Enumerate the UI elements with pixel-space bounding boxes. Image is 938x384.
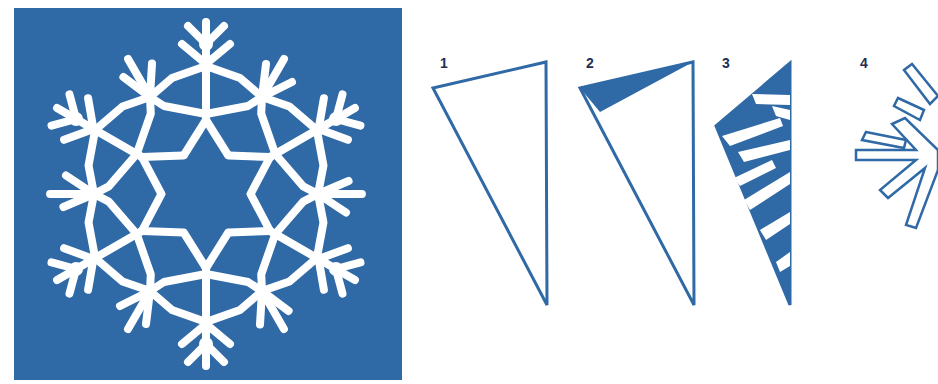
cut-area	[580, 62, 693, 112]
unfolded-snowflake	[856, 64, 938, 228]
step-number: 3	[722, 56, 730, 70]
step-number: 1	[440, 56, 448, 70]
blue-panel	[14, 8, 402, 380]
cut-triangle	[716, 63, 790, 305]
step-number: 2	[586, 56, 594, 70]
folded-triangle	[433, 62, 547, 305]
folded-triangle	[580, 62, 694, 305]
step-number: 4	[860, 56, 868, 70]
cut-stripes	[722, 94, 790, 272]
snowflake	[14, 22, 398, 366]
